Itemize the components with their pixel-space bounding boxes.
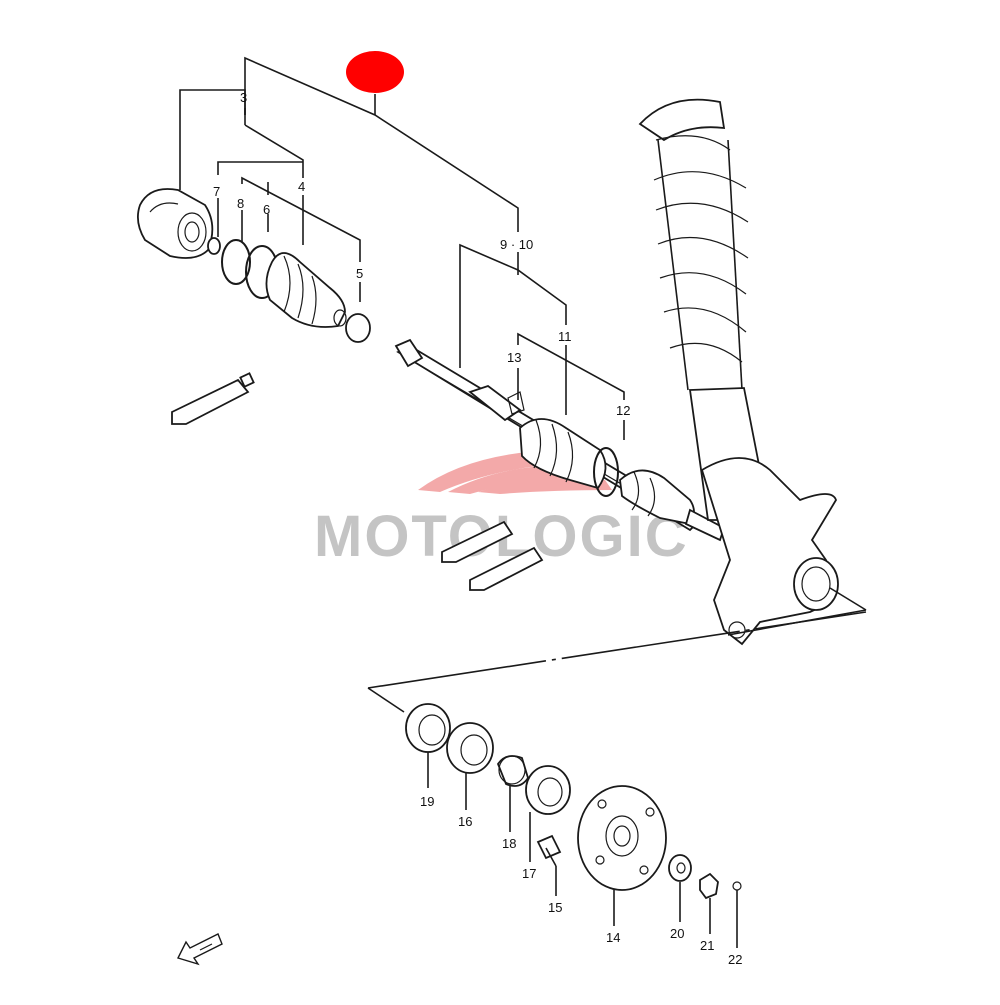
callout-13: 13 [507,350,521,365]
red-dot-marker[interactable] [346,51,404,93]
callout-6: 6 [263,202,270,217]
boot-band[interactable] [345,313,371,343]
steering-knuckle[interactable] [700,457,839,646]
hub-bolt[interactable] [536,834,562,867]
boot-band-ring[interactable] [221,239,251,285]
inner-band-ring[interactable] [593,447,619,497]
cotter-pin[interactable] [732,881,742,916]
strut-assembly[interactable] [638,98,761,521]
wheel-hub[interactable] [577,785,667,891]
grease-tube[interactable] [171,372,255,425]
callout-19: 19 [420,794,434,809]
section-plane [367,587,867,713]
callout-21: 21 [700,938,714,953]
callout-5: 5 [356,266,363,281]
inner-joint-boot[interactable] [519,418,607,490]
callout-7: 7 [213,184,220,199]
callout-14: 14 [606,930,620,945]
grease-tube-a[interactable] [441,520,514,563]
washer[interactable] [668,854,692,882]
callout-12: 12 [616,403,630,418]
callout-15: 15 [548,900,562,915]
spacer[interactable] [496,755,529,787]
outer-cv-joint[interactable] [619,469,726,542]
inner-clip[interactable] [507,391,525,415]
callout-9-10: 9 · 10 [500,237,533,252]
castle-nut[interactable] [699,872,719,900]
bearing-inner[interactable] [525,765,571,815]
callout-leaders-upper [179,56,625,440]
joint-boot[interactable] [265,252,347,328]
outer-joint-housing[interactable] [136,188,214,259]
callout-leaders-lower [427,752,738,948]
callout-11: 11 [558,329,572,344]
oil-seal[interactable] [405,703,451,753]
callout-8: 8 [237,196,244,211]
shaft-spline-end [394,338,424,368]
bearing-outer[interactable] [446,722,494,774]
callout-16: 16 [458,814,472,829]
grease-tube-b[interactable] [469,546,544,591]
callout-3: 3 [240,90,247,105]
front-arrow-icon [177,933,223,966]
callout-18: 18 [502,836,516,851]
callout-17: 17 [522,866,536,881]
callout-4: 4 [298,179,305,194]
callout-22: 22 [728,952,742,967]
callout-20: 20 [670,926,684,941]
snap-ring[interactable] [207,237,221,255]
